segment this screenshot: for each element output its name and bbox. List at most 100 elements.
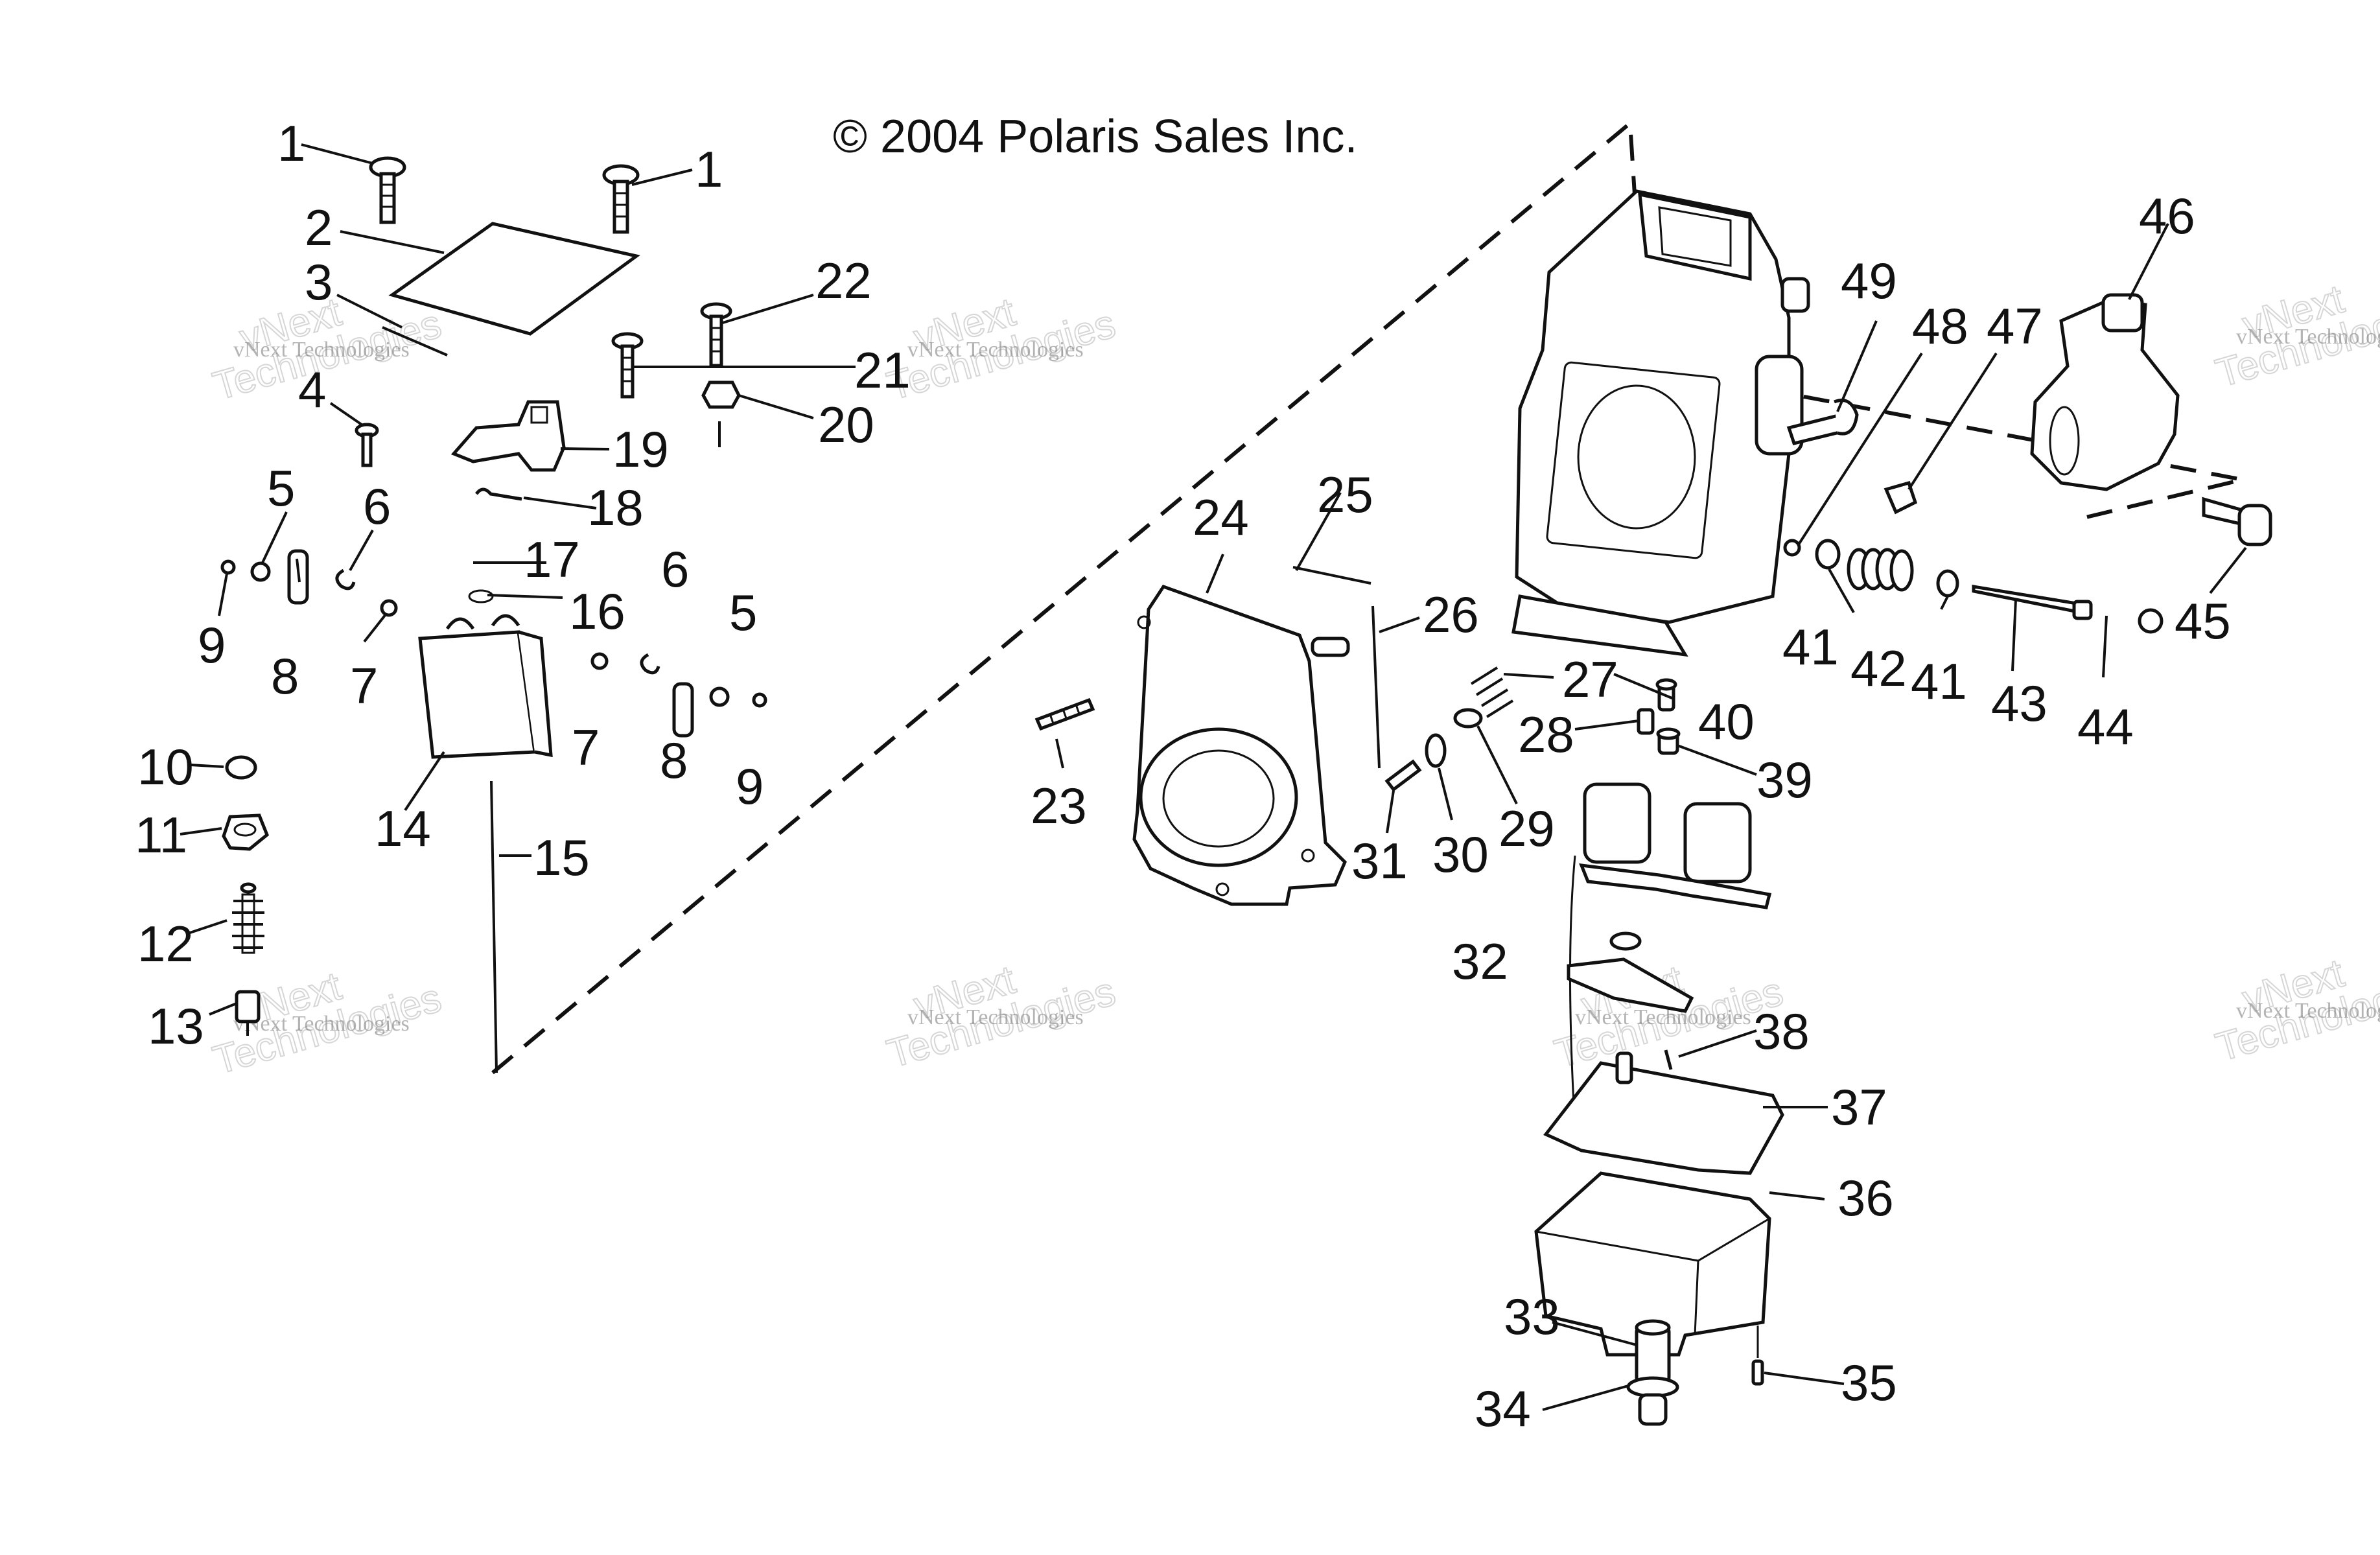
e-clip-6-left-icon (335, 568, 356, 590)
callout-2: 2 (305, 199, 332, 256)
callout-7a: 7 (350, 657, 378, 714)
callout-49: 49 (1841, 252, 1897, 309)
watermark-8: vNext Technologies vNext Technologies (2210, 950, 2380, 1071)
callout-42: 42 (1850, 640, 1907, 697)
clip-9-left-icon (220, 559, 236, 575)
needle-15-icon (490, 780, 498, 1073)
callout-24: 24 (1193, 489, 1249, 546)
watermark-small: vNext Technologies (2236, 999, 2380, 1023)
screw-4-icon (355, 423, 379, 467)
float-assembly-32-icon (1567, 782, 1772, 1128)
needle-43-icon (1972, 585, 2093, 620)
callout-41a: 41 (1782, 618, 1839, 675)
shaft-25-icon (1292, 566, 1371, 585)
assembly-dashed-line-right (1762, 387, 2243, 520)
screw-35-icon (1751, 1326, 1764, 1386)
valve-13-icon (235, 990, 261, 1036)
callout-28: 28 (1518, 706, 1574, 763)
callout-46: 46 (2139, 187, 2195, 244)
nut-20-icon (701, 380, 741, 447)
callout-27: 27 (1562, 651, 1618, 708)
watermark-small: vNext Technologies (907, 1005, 1084, 1029)
watermark-small: vNext Technologies (233, 338, 410, 362)
leader-lines (180, 143, 2247, 1411)
callout-35: 35 (1841, 1354, 1897, 1411)
bushing-7-right-icon (590, 652, 609, 670)
callout-21: 21 (854, 342, 911, 399)
callout-11: 11 (135, 806, 187, 863)
washer-41-left-icon (1815, 539, 1841, 570)
callout-10: 10 (137, 738, 194, 795)
callout-26: 26 (1423, 586, 1479, 643)
callout-3: 3 (305, 253, 332, 310)
callout-33: 33 (1504, 1288, 1560, 1345)
callout-18: 18 (587, 479, 644, 536)
callout-48: 48 (1912, 298, 1968, 355)
carburetor-body-icon (1511, 189, 1810, 657)
cover-46-icon (2030, 293, 2180, 491)
drain-plug-33-icon (1635, 1319, 1671, 1386)
watermark-small: vNext Technologies (233, 1012, 410, 1036)
bushing-7-left-icon (380, 599, 398, 617)
clip-9-right-icon (752, 692, 767, 708)
cap-44-icon (2138, 608, 2164, 634)
nut-11-icon (222, 813, 270, 851)
callout-16: 16 (569, 583, 625, 640)
washer-5-right-icon (709, 686, 730, 707)
screw-22-icon (700, 302, 732, 368)
callout-47: 47 (1987, 298, 2043, 355)
screw-1-left-icon (369, 156, 406, 224)
callout-1a: 1 (277, 115, 305, 172)
callout-6a: 6 (363, 478, 391, 535)
callout-19: 19 (612, 421, 669, 478)
callout-labels: 1 1 2 3 4 5 6 9 8 7 10 11 12 13 14 15 16… (135, 115, 2231, 1437)
callout-5b: 5 (729, 584, 757, 641)
gasket-3-icon (382, 326, 448, 357)
gasket-37-icon (1543, 1051, 1784, 1175)
jet-39-icon (1656, 727, 1681, 755)
callout-40: 40 (1698, 693, 1755, 750)
e-clip-6-right-icon (640, 653, 660, 675)
fitting-34-icon (1626, 1376, 1679, 1426)
watermark-6: vNext Technologies vNext Technologies (881, 957, 1121, 1077)
throttle-plate-24-icon (1132, 584, 1350, 906)
spring-42-icon (1847, 548, 1914, 592)
callout-14: 14 (375, 800, 431, 857)
callout-25: 25 (1317, 466, 1373, 523)
washer-5-left-icon (250, 561, 271, 582)
callout-15: 15 (533, 829, 590, 886)
callout-1b: 1 (695, 141, 723, 198)
callout-20: 20 (818, 396, 874, 453)
clip-18-icon (474, 487, 522, 501)
link-8-right-icon (672, 682, 694, 738)
callout-37: 37 (1831, 1079, 1887, 1136)
watermark-small: vNext Technologies (2236, 325, 2380, 349)
screw-21-icon (611, 332, 644, 399)
callout-17: 17 (524, 531, 580, 588)
copyright-text: © 2004 Polaris Sales Inc. (833, 111, 1357, 163)
callout-41b: 41 (1911, 653, 1967, 710)
callout-8b: 8 (660, 732, 688, 789)
spring-27-icon (1470, 666, 1514, 718)
callout-13: 13 (148, 998, 204, 1055)
spring-12-icon (232, 882, 264, 954)
callout-45: 45 (2175, 592, 2231, 649)
callout-12: 12 (137, 915, 194, 972)
callout-9b: 9 (736, 758, 764, 815)
cover-plate-2-icon (388, 222, 640, 336)
reed-block-14-icon (418, 614, 553, 759)
callout-44: 44 (2077, 698, 2134, 755)
screw-1-right-icon (602, 164, 640, 234)
jet-28-icon (1637, 708, 1655, 735)
callout-31: 31 (1351, 832, 1408, 889)
callout-32: 32 (1452, 933, 1508, 990)
callout-7b: 7 (572, 719, 600, 776)
washer-41-right-icon (1936, 569, 1959, 598)
callout-29: 29 (1499, 800, 1555, 857)
callout-39: 39 (1756, 751, 1813, 808)
screw-31-icon (1384, 759, 1422, 792)
callout-6b: 6 (661, 541, 689, 598)
callout-9a: 9 (198, 616, 226, 673)
callout-36: 36 (1838, 1169, 1894, 1226)
